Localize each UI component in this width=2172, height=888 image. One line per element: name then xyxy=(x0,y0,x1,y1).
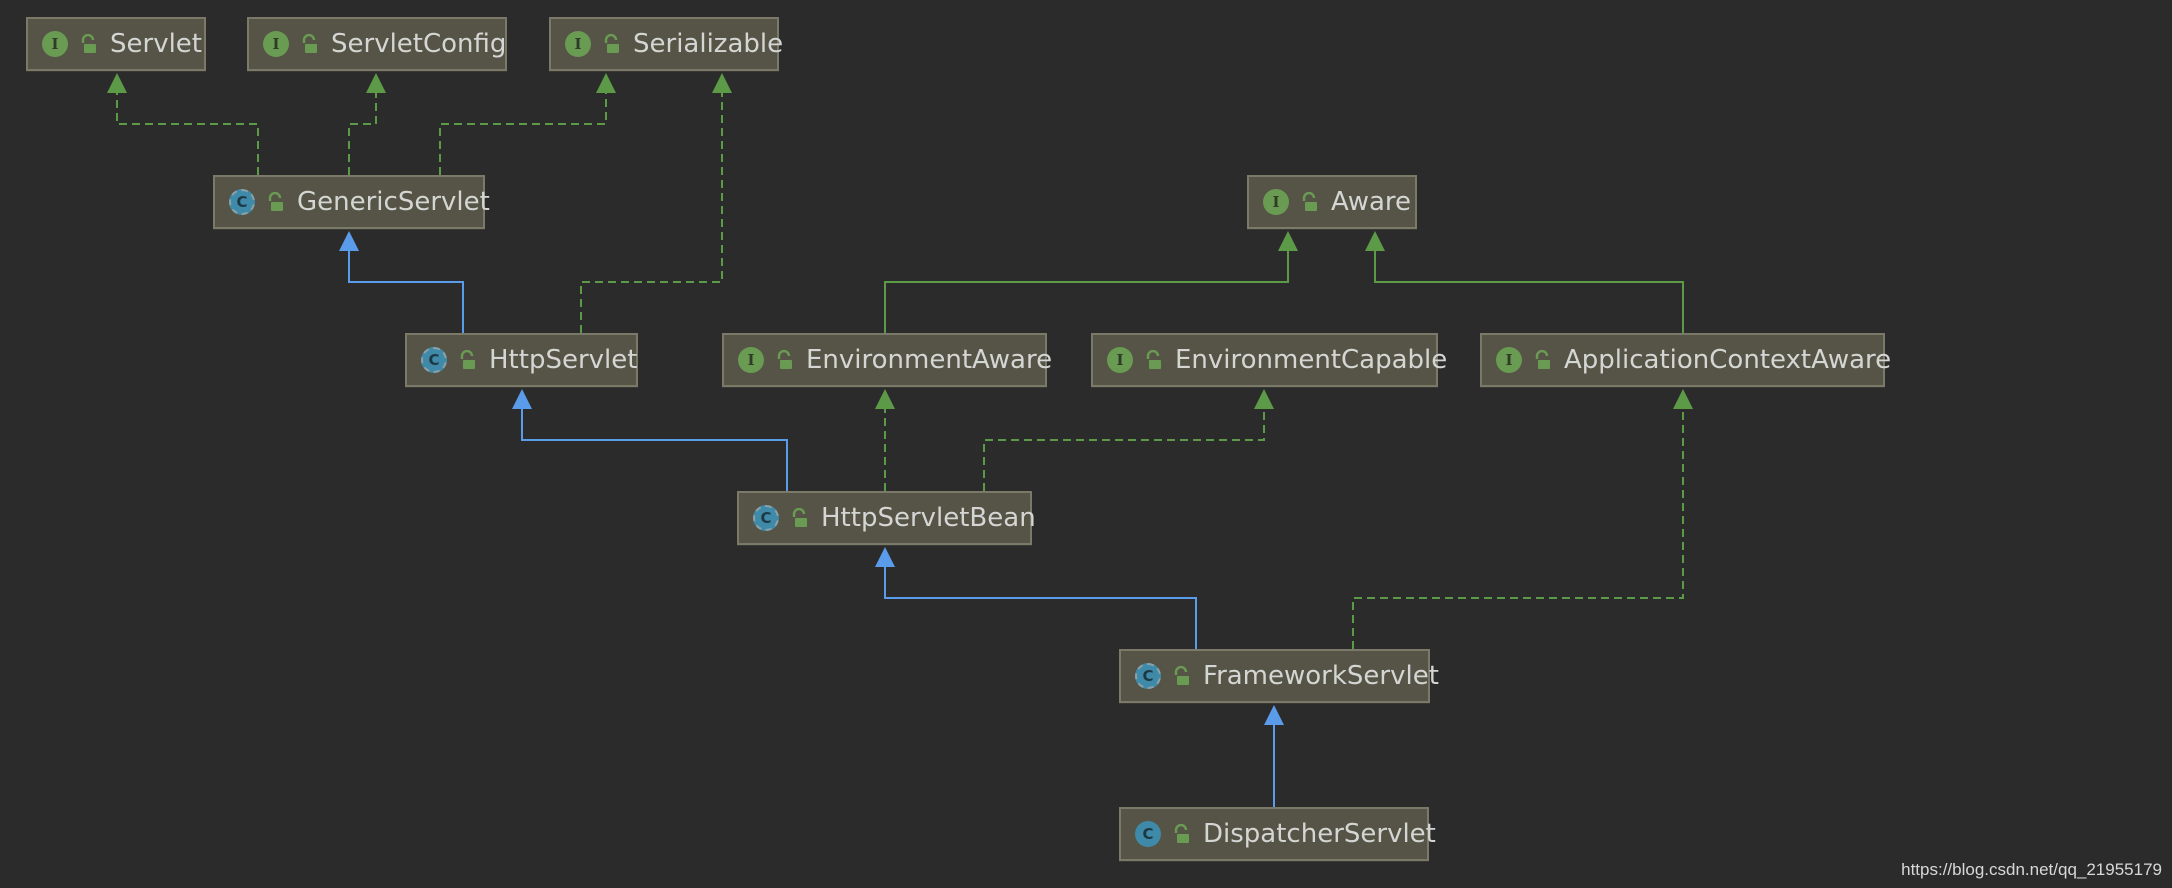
edge-line xyxy=(521,409,788,491)
watermark: https://blog.csdn.net/qq_21955179 xyxy=(1901,860,2162,879)
node-label: Aware xyxy=(1331,187,1412,217)
node-label: Serializable xyxy=(633,29,784,59)
arrowhead-icon xyxy=(1365,231,1385,251)
public-lock-icon xyxy=(789,507,809,529)
abstract-class-icon: C xyxy=(753,505,779,531)
arrowhead-icon xyxy=(1278,231,1298,251)
node-applicationcontextaware[interactable]: I ApplicationContextAware xyxy=(1480,333,1891,387)
edge-line xyxy=(348,93,377,175)
arrowhead-icon xyxy=(512,389,532,409)
interface-icon: I xyxy=(1107,347,1133,373)
edge-httpservletbean-to-httpservlet xyxy=(512,389,788,491)
node-label: HttpServletBean xyxy=(821,503,1036,533)
node-frameworkservlet[interactable]: C FrameworkServlet xyxy=(1119,649,1439,703)
node-label: GenericServlet xyxy=(297,187,490,217)
interface-icon: I xyxy=(263,31,289,57)
public-lock-icon xyxy=(78,33,98,55)
arrowhead-icon xyxy=(712,73,732,93)
node-dispatcherservlet[interactable]: C DispatcherServlet xyxy=(1119,807,1436,861)
edge-frameworkservlet-to-applicationcontextaware xyxy=(1352,389,1693,649)
arrowhead-icon xyxy=(107,73,127,93)
interface-icon: I xyxy=(42,31,68,57)
edge-line xyxy=(348,251,464,333)
edge-httpservlet-to-genericservlet xyxy=(339,231,464,333)
node-label: EnvironmentCapable xyxy=(1175,345,1448,375)
arrowhead-icon xyxy=(339,231,359,251)
node-environmentaware[interactable]: I EnvironmentAware xyxy=(722,333,1052,387)
edge-line xyxy=(884,567,1197,649)
node-label: EnvironmentAware xyxy=(806,345,1053,375)
node-genericservlet[interactable]: C GenericServlet xyxy=(213,175,490,229)
edge-httpservletbean-to-environmentcapable xyxy=(983,389,1274,491)
arrowhead-icon xyxy=(1673,389,1693,409)
edge-line xyxy=(116,93,259,175)
node-label: HttpServlet xyxy=(489,345,638,375)
public-lock-icon xyxy=(1299,191,1319,213)
public-lock-icon xyxy=(1532,349,1552,371)
node-environmentcapable[interactable]: I EnvironmentCapable xyxy=(1091,333,1447,387)
node-serializable[interactable]: I Serializable xyxy=(549,17,783,71)
node-servlet[interactable]: I Servlet xyxy=(26,17,206,71)
interface-icon: I xyxy=(1263,189,1289,215)
edge-httpservletbean-to-environmentaware xyxy=(875,389,895,491)
node-label: FrameworkServlet xyxy=(1203,661,1439,691)
node-label: Servlet xyxy=(110,29,202,59)
node-servletconfig[interactable]: I ServletConfig xyxy=(247,17,507,71)
edge-genericservlet-to-serializable xyxy=(439,73,616,175)
public-lock-icon xyxy=(299,33,319,55)
public-lock-icon xyxy=(265,191,285,213)
node-aware[interactable]: I Aware xyxy=(1247,175,1417,229)
edge-dispatcherservlet-to-frameworkservlet xyxy=(1264,705,1284,807)
public-lock-icon xyxy=(457,349,477,371)
abstract-class-icon: C xyxy=(229,189,255,215)
edge-applicationcontextaware-to-aware xyxy=(1365,231,1684,333)
edge-line xyxy=(439,93,607,175)
inheritance-edges xyxy=(107,73,1693,807)
arrowhead-icon xyxy=(1254,389,1274,409)
public-lock-icon xyxy=(601,33,621,55)
node-label: ApplicationContextAware xyxy=(1564,345,1892,375)
public-lock-icon xyxy=(1171,665,1191,687)
interface-icon: I xyxy=(565,31,591,57)
public-lock-icon xyxy=(1143,349,1163,371)
edge-environmentaware-to-aware xyxy=(884,231,1298,333)
public-lock-icon xyxy=(774,349,794,371)
arrowhead-icon xyxy=(875,389,895,409)
node-httpservletbean[interactable]: C HttpServletBean xyxy=(737,491,1036,545)
edge-genericservlet-to-servletconfig xyxy=(348,73,386,175)
edge-line xyxy=(580,93,723,333)
arrowhead-icon xyxy=(596,73,616,93)
edge-line xyxy=(1374,251,1684,333)
node-label: DispatcherServlet xyxy=(1203,819,1436,849)
edge-httpservlet-to-serializable xyxy=(580,73,732,333)
arrowhead-icon xyxy=(1264,705,1284,725)
arrowhead-icon xyxy=(875,547,895,567)
interface-icon: I xyxy=(1496,347,1522,373)
public-lock-icon xyxy=(1171,823,1191,845)
edge-line xyxy=(1352,409,1684,649)
edge-genericservlet-to-servlet xyxy=(107,73,259,175)
edge-frameworkservlet-to-httpservletbean xyxy=(875,547,1197,649)
edge-line xyxy=(884,251,1289,333)
arrowhead-icon xyxy=(366,73,386,93)
abstract-class-icon: C xyxy=(421,347,447,373)
abstract-class-icon: C xyxy=(1135,663,1161,689)
node-httpservlet[interactable]: C HttpServlet xyxy=(405,333,638,387)
class-icon: C xyxy=(1135,821,1161,847)
interface-icon: I xyxy=(738,347,764,373)
node-label: ServletConfig xyxy=(331,29,507,59)
edge-line xyxy=(983,409,1265,491)
